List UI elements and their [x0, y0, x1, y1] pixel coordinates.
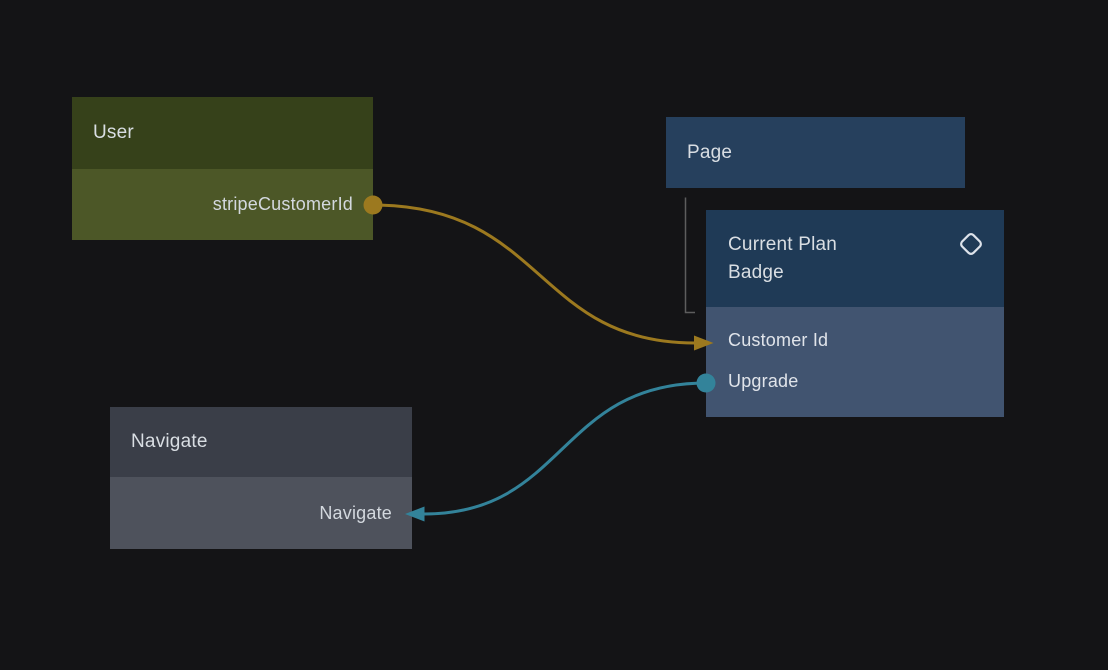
node-navigate[interactable]: Navigate Navigate — [110, 407, 412, 549]
node-user-body: stripeCustomerId — [72, 169, 373, 240]
node-page-header[interactable]: Page — [666, 117, 965, 188]
node-page[interactable]: Page — [666, 117, 965, 188]
node-user[interactable]: User stripeCustomerId — [72, 97, 373, 240]
edge-stripecustomerid-to-customerid[interactable] — [371, 203, 697, 345]
node-current-plan-badge[interactable]: Current Plan Badge Customer Id Upgrade — [706, 210, 1004, 417]
output-port-label-stripecustomerid[interactable]: stripeCustomerId — [212, 194, 353, 214]
tree-connector-line — [684, 197, 695, 314]
input-port-label-navigate[interactable]: Navigate — [319, 502, 392, 523]
node-user-title: User — [93, 122, 134, 143]
node-user-header[interactable]: User — [72, 97, 373, 169]
input-port-label-customer-id: Customer Id — [728, 330, 829, 350]
node-current-plan-badge-body: Customer Id Upgrade — [706, 307, 1004, 417]
diamond-icon — [960, 233, 982, 255]
node-navigate-header[interactable]: Navigate — [110, 407, 412, 477]
node-page-title: Page — [687, 141, 733, 163]
output-port-label-upgrade: Upgrade — [728, 371, 799, 391]
edge-upgrade-to-navigate[interactable] — [422, 381, 708, 516]
node-navigate-body: Navigate — [110, 477, 412, 549]
output-port-row-upgrade[interactable]: Upgrade — [706, 361, 1004, 402]
node-navigate-title: Navigate — [131, 431, 208, 452]
node-current-plan-badge-header[interactable]: Current Plan Badge — [706, 210, 1004, 307]
node-current-plan-badge-title: Current Plan Badge — [728, 233, 838, 283]
input-port-row-customer-id[interactable]: Customer Id — [706, 320, 1004, 361]
